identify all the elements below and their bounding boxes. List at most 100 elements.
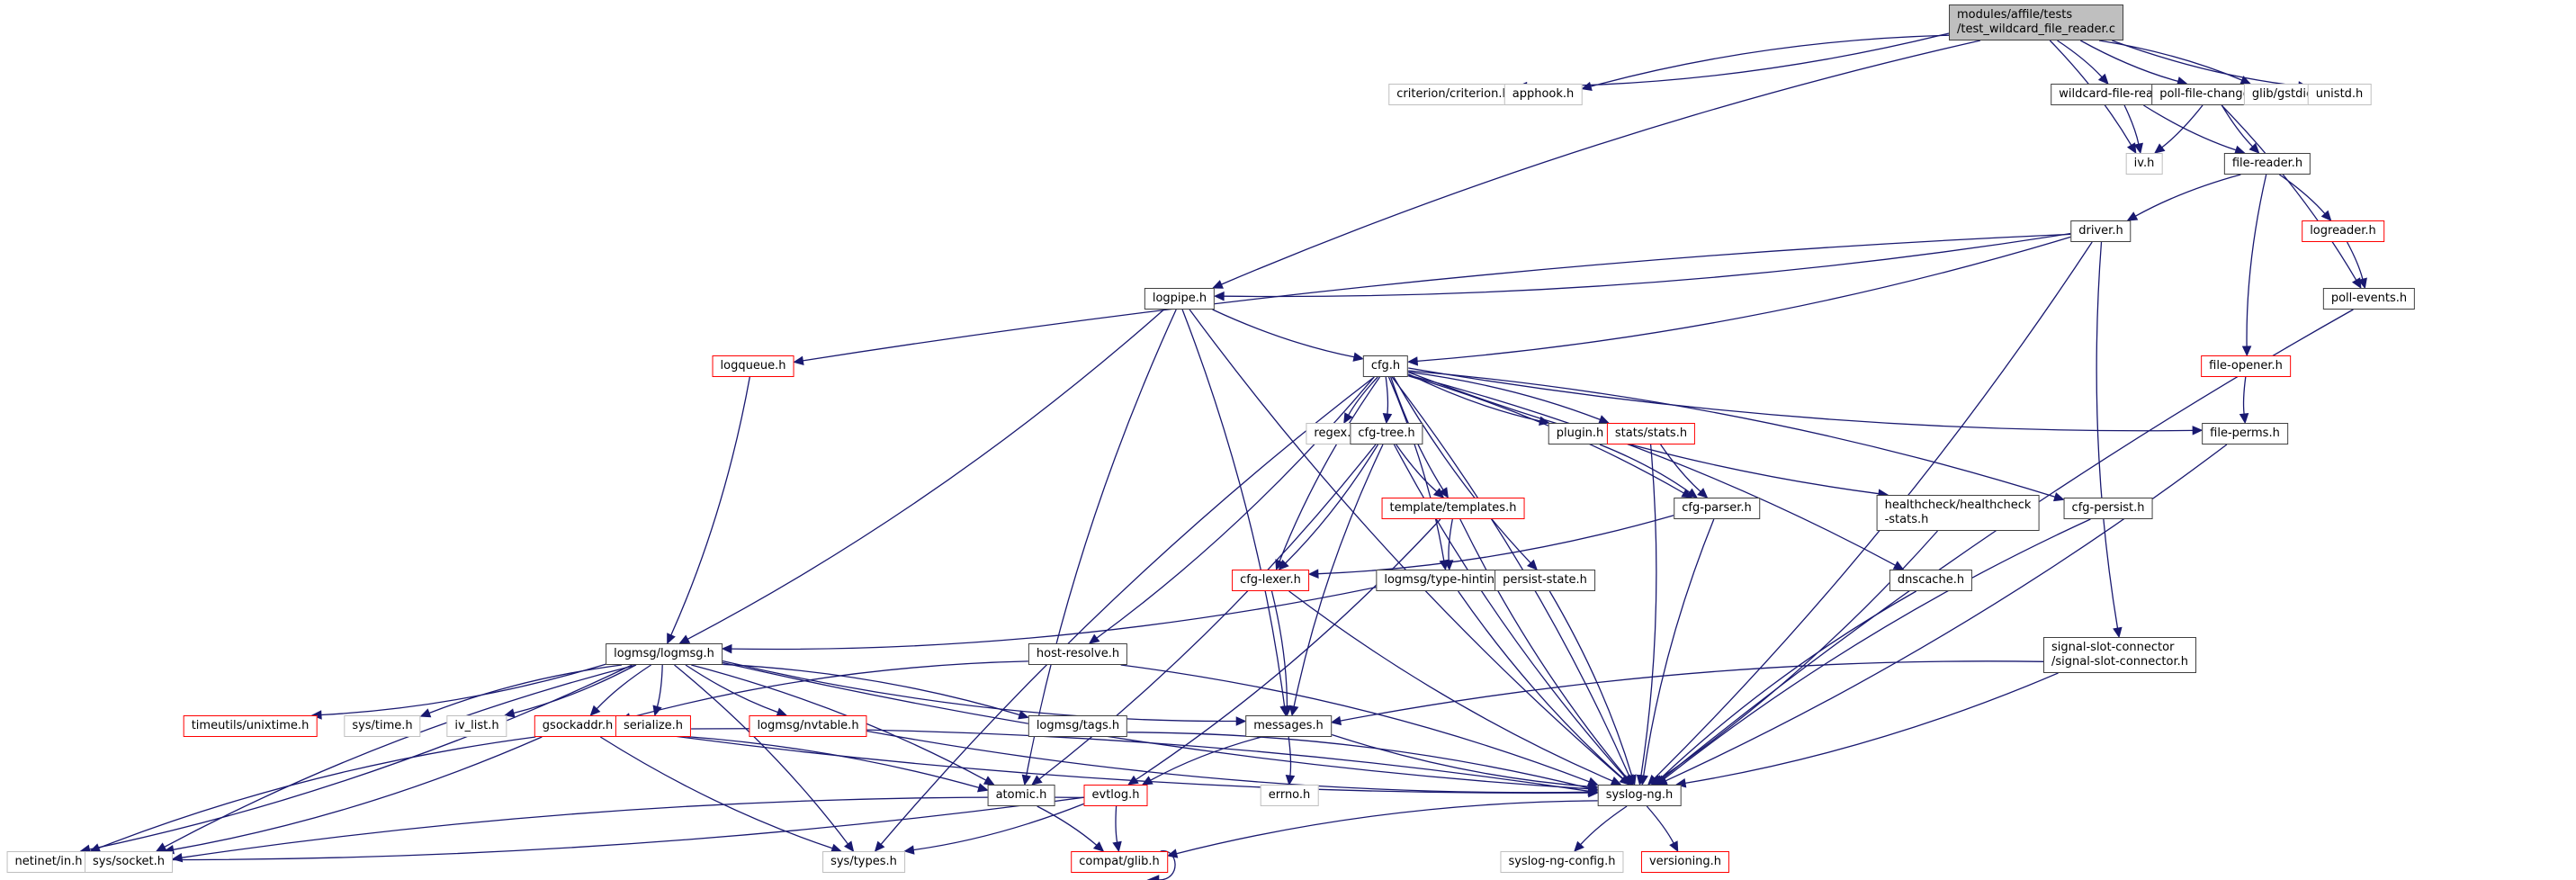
- node-label: healthcheck/healthcheck: [1884, 498, 2032, 512]
- node-logpipe[interactable]: logpipe.h: [1144, 288, 1216, 310]
- arrowhead-icon: [793, 355, 804, 365]
- node-unistd[interactable]: unistd.h: [2307, 84, 2372, 105]
- node-slngconfig[interactable]: syslog-ng-config.h: [1500, 851, 1624, 873]
- node-label: poll-file-changes.h: [2159, 87, 2267, 101]
- edge-pfc-to-iv: [2154, 104, 2204, 154]
- node-persist[interactable]: persist-state.h: [1494, 570, 1595, 591]
- edge-stats-to-syslogng: [1636, 444, 1657, 786]
- edge-dnscache-to-syslogng: [1653, 590, 1917, 786]
- arrowhead-icon: [2097, 73, 2109, 85]
- arrowhead-icon: [1235, 716, 1247, 726]
- edge-gsockaddr-to-atomic: [621, 732, 989, 793]
- edge-cfgtree-to-cfglexer: [1278, 444, 1379, 570]
- node-label: netinet/in.h: [14, 855, 83, 868]
- node-filereader[interactable]: file-reader.h: [2223, 153, 2311, 175]
- node-driver[interactable]: driver.h: [2070, 220, 2132, 242]
- node-serialize[interactable]: serialize.h: [615, 715, 692, 737]
- edge-cfgpersist-to-syslogng: [1656, 518, 2091, 786]
- edge-ssc-to-messages: [1330, 660, 2044, 726]
- edge-cfgtree-to-messages: [1288, 444, 1384, 717]
- node-criterion[interactable]: criterion/criterion.h: [1388, 84, 1518, 105]
- node-cfglexer[interactable]: cfg-lexer.h: [1232, 570, 1309, 591]
- node-label: /test_wildcard_file_reader.c: [1957, 22, 2115, 36]
- edge-evtlog-to-systypes: [903, 803, 1084, 855]
- node-label: dnscache.h: [1897, 573, 1965, 587]
- node-pollevents[interactable]: poll-events.h: [2322, 288, 2416, 310]
- node-label: evtlog.h: [1091, 788, 1140, 802]
- node-nvtable[interactable]: logmsg/nvtable.h: [749, 715, 867, 737]
- node-cfgparser[interactable]: cfg-parser.h: [1674, 498, 1760, 519]
- edge-cfgtree-to-templates: [1396, 444, 1445, 498]
- node-errno[interactable]: errno.h: [1260, 785, 1319, 806]
- edge-driver-to-logpipe: [1213, 232, 2071, 301]
- edge-driver-to-ssc: [2096, 241, 2123, 639]
- arrowhead-icon: [843, 840, 855, 852]
- node-messages[interactable]: messages.h: [1245, 715, 1332, 737]
- edge-cfg-to-hostresolve: [1088, 376, 1375, 644]
- node-main[interactable]: modules/affile/tests/test_wildcard_file_…: [1949, 4, 2123, 40]
- node-plugin[interactable]: plugin.h: [1548, 423, 1612, 444]
- node-unixtime[interactable]: timeutils/unixtime.h: [183, 715, 318, 737]
- node-cfgtree[interactable]: cfg-tree.h: [1350, 423, 1423, 444]
- edge-logmsg-to-systypes: [674, 664, 855, 852]
- arrowhead-icon: [2126, 211, 2139, 221]
- arrowhead-icon: [1406, 356, 1419, 366]
- node-systime[interactable]: sys/time.h: [344, 715, 421, 737]
- edge-wfr-to-iv: [2123, 104, 2143, 155]
- node-healthcheck[interactable]: healthcheck/healthcheck-stats.h: [1876, 495, 2040, 531]
- node-tags[interactable]: logmsg/tags.h: [1028, 715, 1128, 737]
- node-ivlist[interactable]: iv_list.h: [446, 715, 507, 737]
- arrowhead-icon: [1587, 781, 1599, 792]
- node-versioning[interactable]: versioning.h: [1640, 851, 1730, 873]
- node-cfg[interactable]: cfg.h: [1362, 355, 1409, 377]
- edge-cfgparser-to-syslogng: [1638, 518, 1715, 786]
- node-apphook[interactable]: apphook.h: [1503, 84, 1583, 105]
- node-logreader[interactable]: logreader.h: [2302, 220, 2384, 242]
- node-compatglib[interactable]: compat/glib.h: [1071, 851, 1168, 873]
- node-logmsg[interactable]: logmsg/logmsg.h: [606, 643, 723, 665]
- arrowhead-icon: [1653, 774, 1665, 786]
- arrowhead-icon: [2053, 492, 2065, 502]
- edge-main-to-apphook: [1581, 34, 1950, 92]
- node-label: logpipe.h: [1152, 292, 1207, 305]
- edge-stats-to-cfgparser: [1660, 444, 1709, 498]
- arrowhead-icon: [1285, 775, 1296, 786]
- node-gsockaddr[interactable]: gsockaddr.h: [534, 715, 622, 737]
- node-ssc[interactable]: signal-slot-connector/signal-slot-connec…: [2043, 637, 2196, 673]
- node-stats[interactable]: stats/stats.h: [1606, 423, 1696, 444]
- arrowhead-icon: [1627, 774, 1637, 786]
- arrowhead-icon: [2239, 413, 2249, 425]
- node-syslogng[interactable]: syslog-ng.h: [1597, 785, 1682, 806]
- node-label: poll-events.h: [2330, 292, 2408, 305]
- node-templates[interactable]: template/templates.h: [1381, 498, 1525, 519]
- edge-main-to-logpipe: [1212, 40, 1981, 289]
- node-label: persist-state.h: [1503, 573, 1587, 587]
- node-netinet[interactable]: netinet/in.h: [6, 851, 91, 873]
- node-syssocket[interactable]: sys/socket.h: [84, 851, 174, 873]
- node-cfgpersist[interactable]: cfg-persist.h: [2063, 498, 2153, 519]
- edge-main-to-gstdio: [2098, 40, 2252, 85]
- arrowhead-icon: [667, 633, 676, 645]
- arrowhead-icon: [1610, 776, 1622, 786]
- node-fileperms[interactable]: file-perms.h: [2202, 423, 2288, 444]
- arrowhead-icon: [1432, 488, 1445, 498]
- node-logqueue[interactable]: logqueue.h: [712, 355, 794, 377]
- node-atomic[interactable]: atomic.h: [987, 785, 1055, 806]
- node-dnscache[interactable]: dnscache.h: [1889, 570, 1973, 591]
- edge-logmsg-to-unixtime: [310, 663, 606, 720]
- node-iv[interactable]: iv.h: [2125, 153, 2163, 175]
- edge-logmsg-to-messages: [722, 660, 1247, 726]
- edge-evtlog-to-compatglib: [1112, 805, 1122, 853]
- node-hostresolve[interactable]: host-resolve.h: [1028, 643, 1128, 665]
- edge-fileopener-to-fileperms: [2239, 376, 2249, 425]
- node-evtlog[interactable]: evtlog.h: [1083, 785, 1148, 806]
- node-systypes[interactable]: sys/types.h: [822, 851, 905, 873]
- edge-logmsg-to-systime: [419, 664, 623, 718]
- edge-logpipe-to-cfg: [1212, 309, 1364, 362]
- node-label: glib/gstdio.h: [2251, 87, 2325, 101]
- node-label: sys/socket.h: [92, 855, 166, 868]
- node-label: versioning.h: [1648, 855, 1722, 868]
- node-fileopener[interactable]: file-opener.h: [2201, 355, 2291, 377]
- node-label: iv.h: [2133, 157, 2155, 170]
